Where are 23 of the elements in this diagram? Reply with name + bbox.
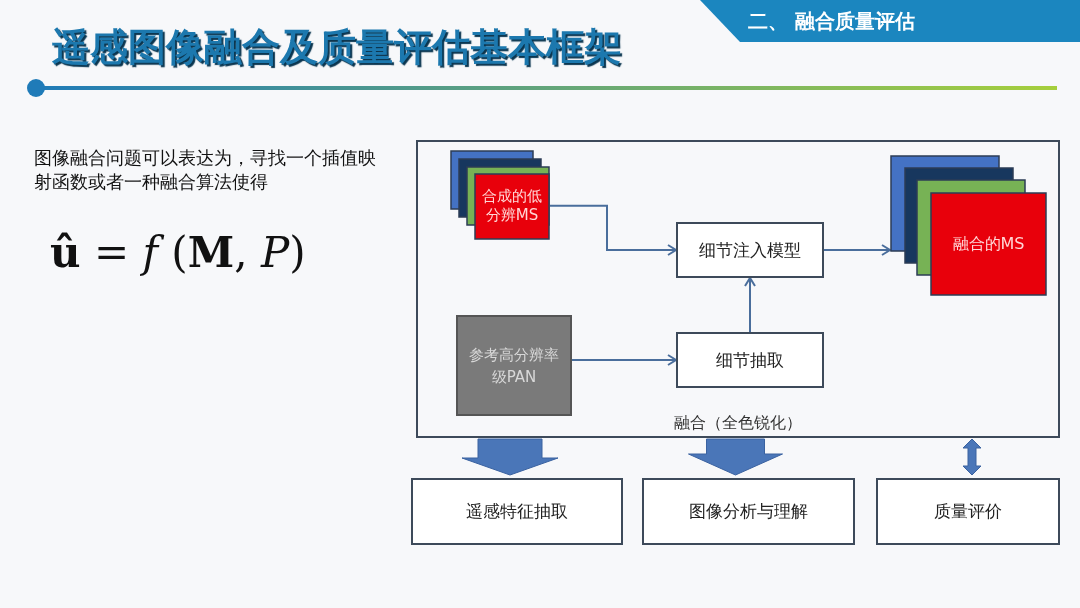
formula: û = f (M, P) — [50, 228, 306, 277]
stack-label: 合成的低分辨MS — [481, 185, 543, 226]
arrow — [549, 204, 677, 256]
process-box: 细节抽取 — [676, 332, 824, 388]
application-box: 图像分析与理解 — [642, 478, 855, 545]
image-stack — [890, 155, 1047, 296]
fusion-frame — [416, 140, 1060, 438]
application-box: 质量评价 — [876, 478, 1060, 545]
arrow — [744, 277, 756, 333]
stack-label: 融合的MS — [951, 232, 1026, 255]
arrow — [571, 354, 677, 366]
pan-image-box: 参考高分辨率级PAN — [456, 315, 572, 416]
arrow — [823, 244, 891, 256]
application-box: 遥感特征抽取 — [411, 478, 623, 545]
process-box: 细节注入模型 — [676, 222, 824, 278]
description-text: 图像融合问题可以表达为，寻找一个插值映射函数或者一种融合算法使得 — [34, 146, 377, 194]
section-label: 二、 融合质量评估 — [748, 8, 915, 35]
frame-label: 融合（全色锐化） — [673, 413, 803, 434]
block-arrow — [962, 438, 982, 476]
block-arrow — [688, 438, 783, 476]
image-stack — [450, 150, 550, 240]
title: 遥感图像融合及质量评估基本框架 — [52, 24, 622, 71]
block-arrow — [461, 438, 559, 476]
